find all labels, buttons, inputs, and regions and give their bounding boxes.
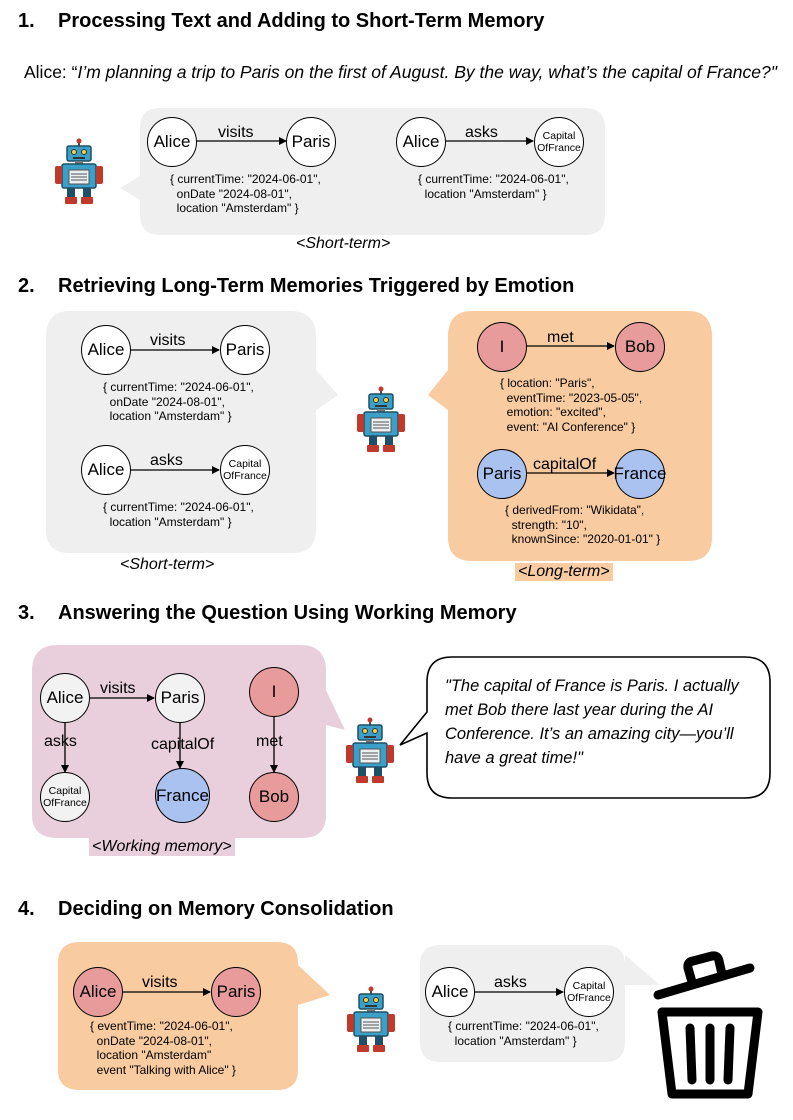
node-paris: Paris [211,967,261,1017]
robot-icon [346,717,394,783]
node-france: France [155,768,210,823]
section-heading-2: 2.Retrieving Long-Term Memories Triggere… [18,275,575,297]
caption-short-term: <Short-term> [296,235,391,252]
edge-label-met: met [547,329,574,346]
node-bob: Bob [249,772,299,822]
edge-label-visits: visits [142,974,178,991]
properties-visits-consolidated: { eventTime: "2024-06-01", onDate "2024-… [90,1019,236,1077]
node-bob: Bob [615,322,665,372]
node-alice: Alice [73,967,123,1017]
trash-can-icon [653,951,763,1099]
node-i: I [477,322,527,372]
caption-short-term: <Short-term> [120,556,215,573]
node-alice: Alice [40,673,90,723]
short-term-bubble-1 [120,108,605,235]
edge-label-met: met [256,733,283,750]
properties-visits: { currentTime: "2024-06-01", onDate "202… [103,380,254,423]
node-france: France [614,449,666,499]
node-paris: Paris [155,673,205,723]
short-term-bubble-2 [46,311,338,553]
robot-icon [347,986,395,1052]
edge-label-capitalof: capitalOf [533,456,597,473]
node-alice: Alice [396,117,446,167]
node-alice: Alice [147,117,197,167]
properties-asks: { currentTime: "2024-06-01", location "A… [448,1019,599,1048]
answer-text: "The capital of France is Paris. I actua… [445,677,739,767]
edge-label-capitalof: capitalOf [151,736,215,753]
node-alice: Alice [81,445,131,495]
properties-met: { location: "Paris", eventTime: "2023-05… [500,376,643,434]
node-paris: Paris [286,117,336,167]
properties-capitalof: { derivedFrom: "Wikidata", strength: "10… [505,503,661,546]
edge-label-asks: asks [150,452,183,469]
consolidated-bubble [58,942,330,1090]
section-heading-3: 3.Answering the Question Using Working M… [18,602,517,624]
answer-speech-bubble [399,656,771,799]
alice-quote: Alice: “I’m planning a trip to Paris on … [24,62,777,82]
robot-icon [357,386,405,452]
properties-asks: { currentTime: "2024-06-01", location "A… [103,500,254,529]
edge-label-asks: asks [494,974,527,991]
edge-label-asks: asks [465,124,498,141]
node-paris: Paris [220,325,270,375]
node-paris: Paris [477,449,527,499]
section-heading-1: 1.Processing Text and Adding to Short-Te… [18,10,545,32]
node-alice: Alice [425,967,475,1017]
node-alice: Alice [81,325,131,375]
edge-label-visits: visits [150,332,186,349]
caption-long-term: <Long-term> [515,563,613,581]
section-heading-4: 4.Deciding on Memory Consolidation [18,898,394,920]
node-i: I [249,667,299,717]
edge-label-visits: visits [218,124,254,141]
properties-asks: { currentTime: "2024-06-01", location "A… [418,172,569,201]
properties-visits: { currentTime: "2024-06-01", onDate "202… [170,172,321,215]
caption-working-memory: <Working memory> [89,838,235,856]
edge-label-visits: visits [100,680,136,697]
robot-icon [55,138,103,204]
edge-label-asks: asks [44,733,77,750]
